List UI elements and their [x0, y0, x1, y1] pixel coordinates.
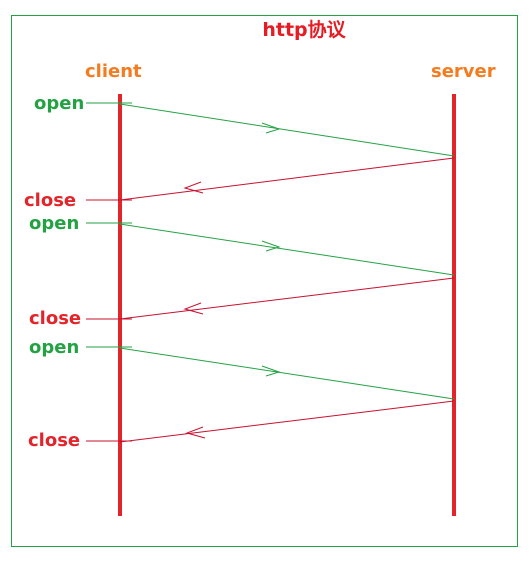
- response-arrow-1: [119, 157, 455, 201]
- server-participant-label: server: [431, 61, 496, 82]
- response-arrow-3: [119, 400, 455, 443]
- client-participant-label: client: [85, 61, 142, 82]
- request-arrowhead-1: [261, 122, 281, 134]
- event-label-open-1: open: [34, 93, 85, 114]
- request-arrow-1: [119, 103, 455, 157]
- event-label-open-2: open: [29, 213, 80, 234]
- event-label-close-3: close: [28, 430, 81, 451]
- response-arrowhead-1: [183, 181, 204, 194]
- diagram-title: http协议: [262, 19, 346, 41]
- response-arrowhead-2: [183, 302, 204, 315]
- request-arrowhead-2: [261, 240, 281, 252]
- response-arrowhead-3: [185, 426, 206, 439]
- request-arrow-2: [119, 223, 455, 276]
- response-arrow-2: [119, 277, 455, 320]
- request-arrow-3: [119, 347, 455, 400]
- request-arrowhead-3: [261, 365, 281, 377]
- event-label-open-3: open: [29, 337, 80, 358]
- event-label-close-1: close: [24, 190, 77, 211]
- event-label-close-2: close: [29, 308, 82, 329]
- diagram-frame: [11, 15, 518, 547]
